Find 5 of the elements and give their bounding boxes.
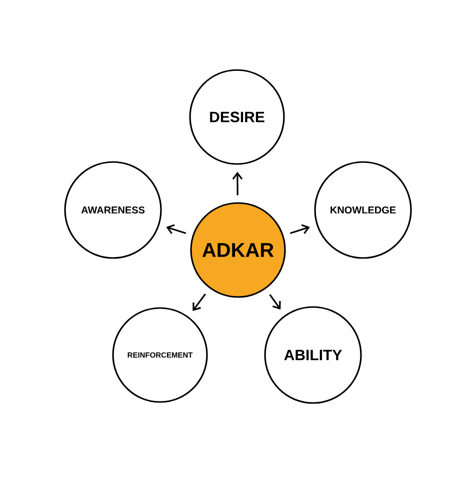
arrow bbox=[192, 294, 206, 311]
arrow bbox=[166, 224, 186, 234]
arrow bbox=[290, 224, 310, 234]
arrow bbox=[269, 294, 281, 310]
arrow bbox=[232, 172, 243, 196]
